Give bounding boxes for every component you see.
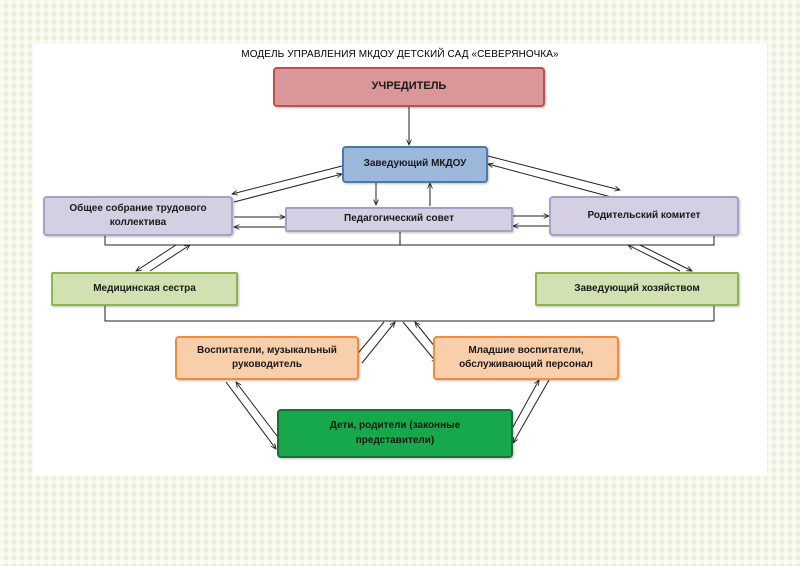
diagram-title: МОДЕЛЬ УПРАВЛЕНИЯ МКДОУ ДЕТСКИЙ САД «СЕВ… <box>241 49 559 60</box>
arrow-head-meeting-1 <box>232 165 343 194</box>
arrow-head-meeting-2 <box>233 174 342 203</box>
arrow-bracket-supply-2 <box>628 245 681 272</box>
arrow-junior-children-1 <box>513 379 550 443</box>
arrow-educators-children-1 <box>225 381 276 449</box>
diagram-sheet <box>33 44 767 476</box>
general-meeting-box: Общее собрание трудового коллектива <box>43 196 233 236</box>
arrow-bracket-nurse-1 <box>136 244 177 271</box>
supply-manager-box: Заведующий хозяйством <box>535 272 739 306</box>
arrow-junior-children-2 <box>512 380 539 428</box>
arrow-bracket-junior-1 <box>402 321 437 363</box>
arrow-educators-children-2 <box>236 382 278 437</box>
bracket-upper <box>104 236 715 246</box>
children-parents-box: Дети, родители (законные представители) <box>277 409 513 458</box>
nurse-box: Медицинская сестра <box>51 272 238 306</box>
arrow-head-parents-2 <box>488 164 616 199</box>
arrow-head-parents-1 <box>487 155 620 190</box>
head-box: Заведующий МКДОУ <box>342 146 488 183</box>
ped-council-box: Педагогический совет <box>285 207 513 232</box>
arrow-bracket-educators-2 <box>361 322 395 364</box>
junior-staff-box: Младшие воспитатели, обслуживающий персо… <box>433 336 619 380</box>
parents-committee-box: Родительский комитет <box>549 196 739 236</box>
founder-box: УЧРЕДИТЕЛЬ <box>273 67 545 107</box>
bracket-lower <box>104 306 715 322</box>
arrow-bracket-supply-1 <box>639 244 692 271</box>
educators-box: Воспитатели, музыкальный руководитель <box>175 336 359 380</box>
arrow-bracket-nurse-2 <box>149 245 190 272</box>
